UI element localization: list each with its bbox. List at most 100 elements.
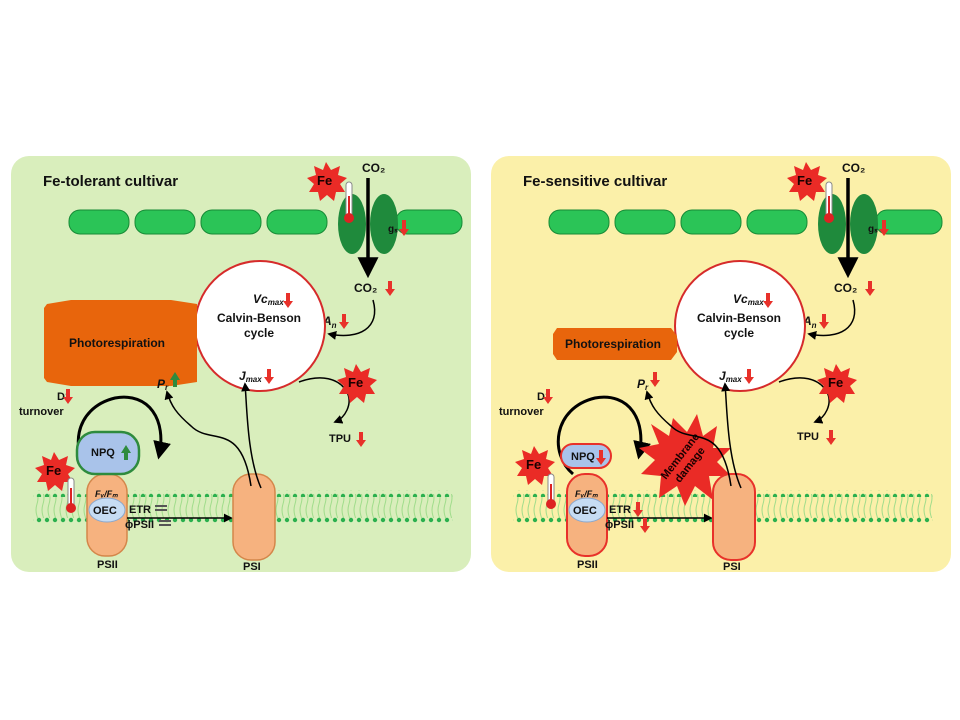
psii-label: PSII (577, 559, 598, 571)
co2-out-label: CO₂ (834, 281, 857, 295)
calvin-benson-cycle (674, 260, 806, 392)
cycle-label-line2: cycle (244, 326, 274, 340)
tpu-down-arrow (826, 430, 836, 445)
co2-down-arrow (865, 281, 875, 296)
cycle-label-line2: cycle (724, 326, 754, 340)
psi-label: PSI (243, 561, 261, 573)
psii-label: PSII (97, 559, 118, 571)
photorespiration-label: Photorespiration (565, 337, 661, 351)
tpu-label: TPU (329, 433, 351, 445)
vcmax-down-arrow (763, 293, 773, 308)
oec-label: OEC (573, 505, 597, 517)
svg-text:Fe: Fe (46, 463, 61, 478)
fe-star-stomata: Fe (307, 162, 347, 201)
jmax-down-arrow (744, 369, 754, 384)
thermometer-icon (344, 181, 354, 223)
oec-ellipse (568, 497, 606, 523)
npq-down-arrow (596, 450, 606, 465)
fe-star-psii: Fe (35, 452, 75, 491)
npq-label: NPQ (91, 447, 115, 459)
etr-label: ETR (609, 504, 631, 516)
svg-text:Fe: Fe (317, 173, 332, 188)
an-curve-arrow (807, 299, 856, 340)
photorespiration-label: Photorespiration (69, 336, 165, 350)
tpu-label: TPU (797, 431, 819, 443)
npq-up-arrow (121, 445, 131, 460)
thermometer-icon (824, 181, 834, 223)
psi-complex (712, 473, 756, 561)
jmax-down-arrow (264, 369, 274, 384)
phipsii-label: ϕPSII (605, 519, 634, 531)
panel-fe-tolerant: Fe-tolerant cultivar gₛ Fe CO₂ (11, 156, 471, 573)
svg-text:Fe: Fe (797, 173, 812, 188)
chloroplast-row (548, 209, 943, 235)
cycle-label-line1: Calvin-Benson (217, 311, 301, 325)
npq-label: NPQ (571, 451, 595, 463)
an-down-arrow (819, 314, 829, 329)
photorespiration-box (44, 304, 197, 382)
oec-ellipse (88, 497, 126, 523)
fe-star-stomata: Fe (787, 162, 827, 201)
d1-down-arrow (543, 389, 553, 404)
thermometer-icon (66, 477, 76, 513)
turnover-label: turnover (19, 406, 64, 418)
psi-complex (232, 473, 276, 561)
fvfm-label: Fᵥ/Fₘ (95, 489, 118, 499)
gs-label: gₛ (868, 224, 878, 235)
svg-text:Fe: Fe (348, 375, 363, 390)
stomata (818, 194, 878, 254)
etr-down-arrow (633, 502, 643, 517)
pr-label: Pr (637, 377, 649, 392)
co2-in-label: CO₂ (362, 161, 385, 175)
an-label: An (802, 314, 817, 330)
turnover-label: turnover (499, 406, 544, 418)
co2-down-arrow (385, 281, 395, 296)
phipsii-equal-sign (159, 520, 171, 526)
thermometer-icon (546, 473, 556, 509)
panel-title: Fe-sensitive cultivar (523, 173, 667, 190)
vcmax-label: Vcmax (253, 292, 284, 307)
stomata (338, 194, 398, 254)
jmax-label: Jmax (719, 369, 742, 384)
membrane-damage-burst: Membrane damage (639, 414, 731, 506)
psi-to-jmax-arrow (721, 382, 742, 489)
svg-text:Fe: Fe (526, 457, 541, 472)
psi-to-jmax-arrow (241, 382, 262, 489)
an-down-arrow (339, 314, 349, 329)
gs-label: gₛ (388, 224, 398, 235)
panel-fe-sensitive: Fe-sensitive cultivar gₛ Fe CO₂ CO₂ (491, 156, 951, 573)
psi-label: PSI (723, 561, 741, 573)
chloroplast-row (68, 209, 463, 235)
phipsii-down-arrow (640, 518, 650, 533)
etr-equal-sign (155, 505, 167, 511)
tpu-down-arrow (356, 432, 366, 447)
gs-down-arrow (879, 220, 889, 236)
fe-star-tpu: Fe (337, 364, 377, 403)
phipsii-label: ϕPSII (125, 519, 154, 531)
d1-turnover-cycle (556, 395, 651, 476)
fvfm-label: Fᵥ/Fₘ (575, 489, 598, 499)
psi-to-pr-arrow (164, 390, 252, 487)
photorespiration-box (553, 328, 677, 360)
vcmax-down-arrow (283, 293, 293, 308)
panel-title: Fe-tolerant cultivar (43, 173, 178, 190)
co2-out-label: CO₂ (354, 281, 377, 295)
an-curve-arrow (327, 299, 376, 340)
an-label: An (322, 314, 337, 330)
vcmax-label: Vcmax (733, 292, 764, 307)
d1-down-arrow (63, 389, 73, 404)
pr-down-arrow (650, 372, 660, 387)
fe-star-psii: Fe (515, 446, 555, 485)
svg-text:Fe: Fe (828, 375, 843, 390)
co2-in-label: CO₂ (842, 161, 865, 175)
etr-label: ETR (129, 504, 151, 516)
psi-to-pr-arrow (644, 390, 732, 487)
oec-label: OEC (93, 505, 117, 517)
pr-up-arrow (170, 372, 180, 387)
npq-box (75, 430, 141, 476)
fe-star-tpu: Fe (817, 364, 857, 403)
jmax-label: Jmax (239, 369, 262, 384)
cycle-label-line1: Calvin-Benson (697, 311, 781, 325)
gs-down-arrow (399, 220, 409, 236)
